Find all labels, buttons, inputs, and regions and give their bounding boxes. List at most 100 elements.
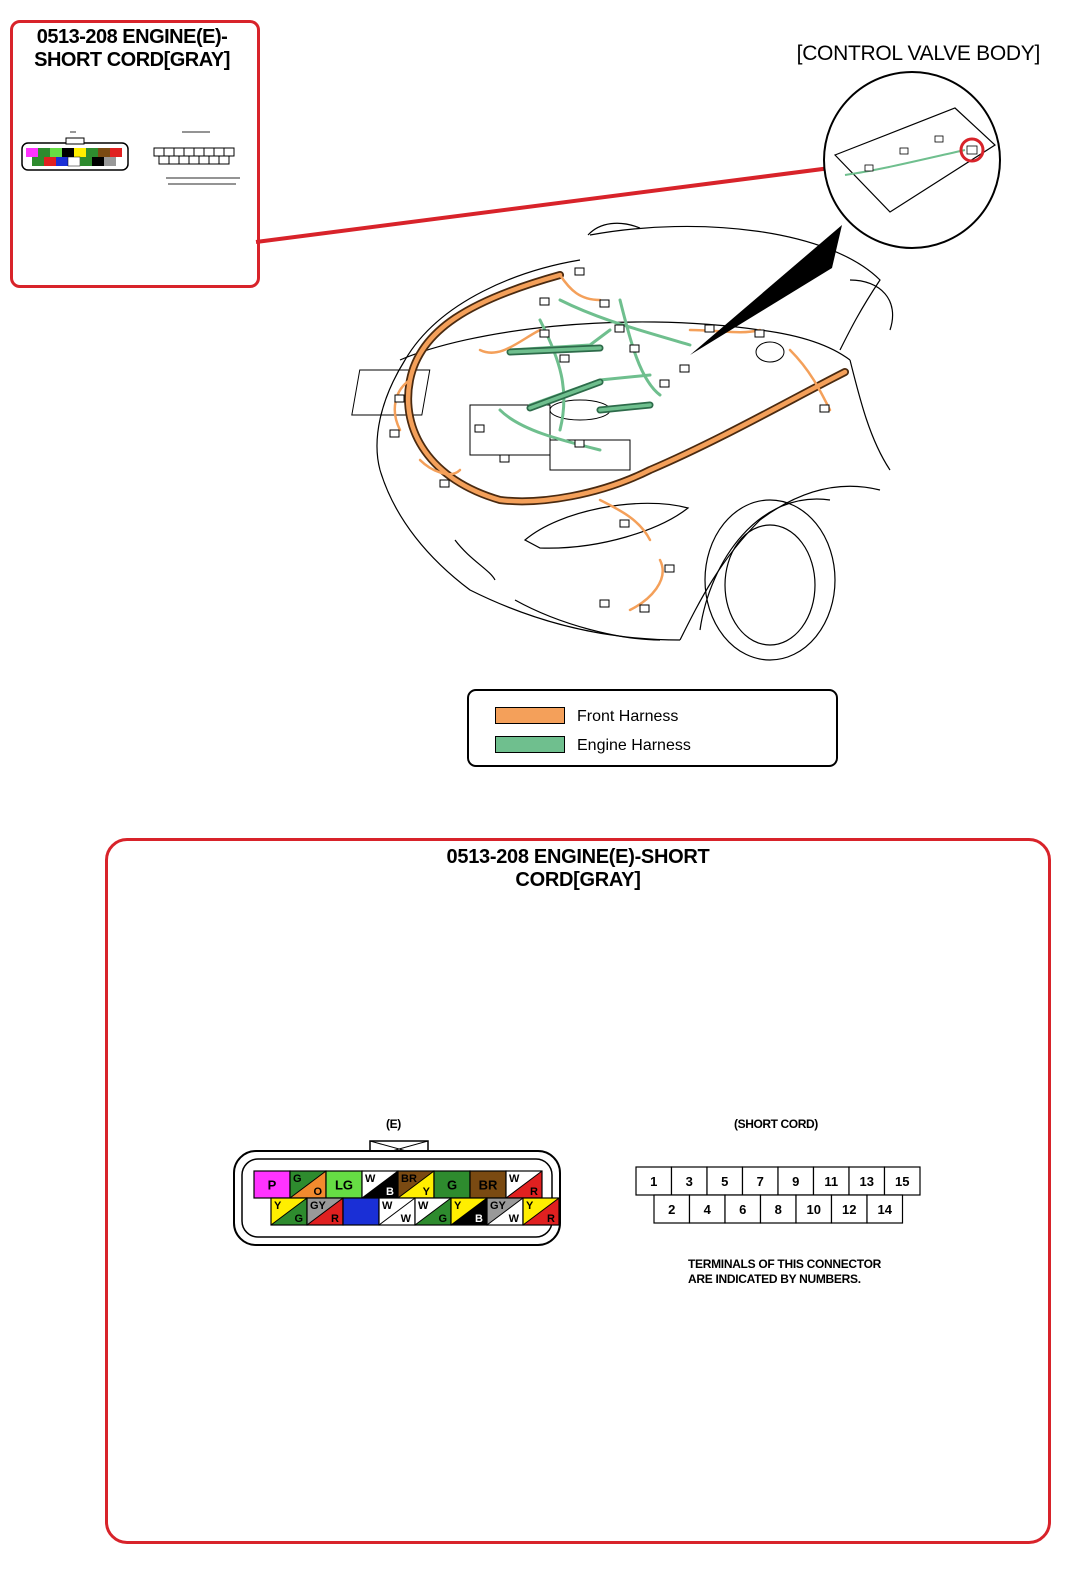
svg-text:13: 13	[860, 1174, 874, 1189]
harness-connectors	[389, 267, 830, 613]
legend-label-engine-harness: Engine Harness	[577, 737, 691, 754]
short-cord-terminal-2: 2	[653, 1194, 691, 1224]
short-cord-terminal-15: 15	[883, 1166, 921, 1196]
short-cord-note-line2: ARE INDICATED BY NUMBERS.	[688, 1272, 861, 1286]
svg-text:11: 11	[824, 1174, 838, 1189]
vehicle-illustration	[255, 71, 1001, 661]
connector-e-top-pin: GO	[289, 1170, 327, 1199]
short-cord-terminal-11: 11	[812, 1166, 850, 1196]
short-cord-label: (SHORT CORD)	[734, 1117, 818, 1131]
thumbnail-e-connector	[21, 137, 129, 171]
legend: Front Harness Engine Harness	[467, 689, 838, 767]
svg-text:8: 8	[775, 1202, 782, 1217]
svg-text:4: 4	[704, 1202, 712, 1217]
connector-e-bottom-pin: GYW	[486, 1197, 524, 1226]
short-cord-terminal-12: 12	[830, 1194, 868, 1224]
connector-e-bottom-pin: GY R	[306, 1197, 344, 1226]
detail-title-line1: 0513-208 ENGINE(E)-SHORT	[446, 846, 710, 868]
connector-e-top-pin: G	[433, 1170, 471, 1199]
svg-text:Y: Y	[526, 1200, 534, 1212]
svg-text:12: 12	[842, 1202, 856, 1217]
connector-e-bottom-pin: WG	[414, 1197, 452, 1226]
short-cord-terminal-14: 14	[866, 1194, 904, 1224]
connector-e-bottom-pin: WW	[378, 1197, 416, 1226]
svg-text:15: 15	[895, 1174, 909, 1189]
short-cord-terminal-10: 10	[795, 1194, 833, 1224]
svg-text:W: W	[418, 1200, 429, 1212]
connector-e-top-pin: P	[253, 1170, 291, 1199]
svg-text:O: O	[313, 1186, 322, 1198]
svg-text:GY: GY	[310, 1200, 327, 1212]
svg-text:GY: GY	[490, 1200, 507, 1212]
connector-e-bottom-pin	[342, 1197, 380, 1226]
detail-frame	[105, 838, 1051, 1544]
location-label: [CONTROL VALVE BODY]	[796, 42, 1041, 65]
svg-text:G: G	[438, 1213, 447, 1225]
svg-text:R: R	[530, 1186, 538, 1198]
front-harness-main	[404, 271, 849, 506]
svg-text:W: W	[509, 1173, 520, 1185]
short-cord-terminal-6: 6	[724, 1194, 762, 1224]
connector-e-top-pin: BR Y	[397, 1170, 435, 1199]
short-cord-terminal-4: 4	[688, 1194, 726, 1224]
detail-title: 0513-208 ENGINE(E)-SHORT CORD[GRAY]	[105, 846, 1051, 892]
legend-label-front-harness: Front Harness	[577, 708, 679, 725]
svg-text:R: R	[547, 1213, 555, 1225]
thumbnail-title-line1: 0513-208 ENGINE(E)-	[36, 26, 228, 48]
svg-text:Y: Y	[274, 1200, 282, 1212]
short-cord-terminal-9: 9	[777, 1166, 815, 1196]
svg-text:7: 7	[757, 1174, 764, 1189]
connector-e-top-pin: WB	[361, 1170, 399, 1199]
svg-text:W: W	[382, 1200, 393, 1212]
short-cord-terminal-8: 8	[759, 1194, 797, 1224]
short-cord-terminal-3: 3	[670, 1166, 708, 1196]
connector-e-label: (E)	[386, 1117, 401, 1131]
thumbnail-fine-print	[70, 131, 240, 185]
engine-harness-trunks	[506, 344, 654, 414]
svg-text:W: W	[365, 1173, 376, 1185]
svg-text:Y: Y	[423, 1186, 431, 1198]
svg-text:R: R	[331, 1213, 339, 1225]
magnifier-inset	[823, 71, 1001, 249]
svg-text:Y: Y	[454, 1200, 462, 1212]
engine-harness-trunks-inner	[508, 346, 652, 412]
thumbnail-short-cord	[153, 147, 235, 165]
connector-highlight-circle	[959, 137, 985, 163]
svg-text:3: 3	[686, 1174, 693, 1189]
svg-text:G: G	[293, 1173, 302, 1185]
short-cord-terminal-13: 13	[848, 1166, 886, 1196]
svg-text:G: G	[294, 1213, 303, 1225]
svg-text:W: W	[401, 1213, 412, 1225]
thumbnail-connectors	[21, 131, 240, 185]
short-cord-note: TERMINALS OF THIS CONNECTOR ARE INDICATE…	[688, 1257, 948, 1287]
svg-text:BR: BR	[479, 1178, 498, 1193]
connector-e-bottom-pin: YG	[270, 1197, 308, 1226]
pointer-wedge	[690, 225, 842, 355]
svg-text:2: 2	[668, 1202, 675, 1217]
svg-text:B: B	[386, 1186, 394, 1198]
car-body	[376, 222, 894, 661]
connector-e-bottom-pin: YB	[450, 1197, 488, 1226]
svg-text:6: 6	[739, 1202, 746, 1217]
svg-text:P: P	[268, 1178, 277, 1193]
svg-text:BR: BR	[401, 1173, 417, 1185]
connector-e-bottom-pin: YR	[522, 1197, 560, 1226]
connector-e-top-pin: WR	[505, 1170, 543, 1199]
svg-text:G: G	[447, 1178, 457, 1193]
connector-e-top-pin: BR	[469, 1170, 507, 1199]
svg-text:5: 5	[721, 1174, 728, 1189]
thumbnail-frame	[10, 20, 260, 288]
front-harness-branches	[393, 273, 832, 612]
short-cord-note-line1: TERMINALS OF THIS CONNECTOR	[688, 1257, 882, 1271]
short-cord-terminal-7: 7	[741, 1166, 779, 1196]
svg-text:B: B	[475, 1213, 483, 1225]
detail-title-line2: CORD[GRAY]	[515, 869, 641, 891]
svg-text:14: 14	[878, 1202, 893, 1217]
legend-swatch-engine-harness	[495, 736, 565, 753]
svg-text:10: 10	[807, 1202, 821, 1217]
short-cord-terminal-5: 5	[706, 1166, 744, 1196]
